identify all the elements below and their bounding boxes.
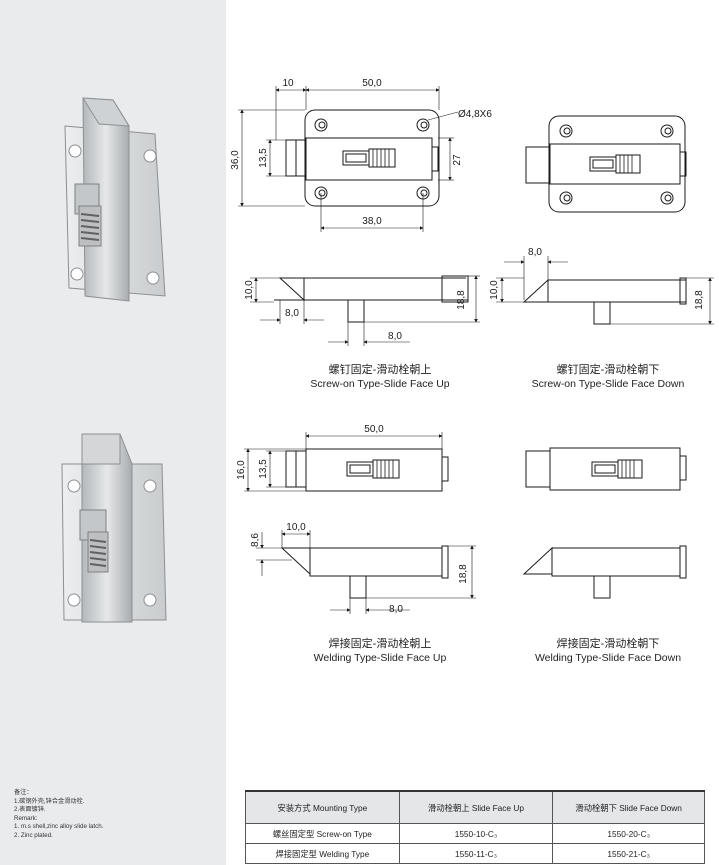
dim-screw-36: 36,0: [230, 150, 241, 170]
caption-screw-up-cn: 螺钉固定-滑动栓朝上: [328, 364, 432, 376]
remarks-line-5: 2. Zinc plated.: [14, 831, 53, 839]
caption-weld-down-cn: 焊接固定-滑动栓朝下: [556, 638, 660, 650]
dim-side-down-10: 10,0: [489, 280, 500, 300]
dim-weld-16: 16,0: [236, 460, 247, 480]
remarks-line-1: 1.碳钢外壳,锌合金滑动栓.: [14, 797, 85, 805]
remarks: 备注： 1.碳钢外壳,锌合金滑动栓. 2.表面镀锌. Remark: 1. m.…: [14, 789, 103, 841]
caption-screw-up-en: Screw-on Type-Slide Face Up: [310, 378, 450, 390]
dim-side-up-8b: 8,0: [388, 331, 402, 342]
dim-screw-10: 10: [282, 78, 294, 89]
dim-side-up-18-8: 18,8: [456, 290, 467, 310]
dim-screw-13-5: 13,5: [258, 148, 269, 168]
welding-top-view-face-down: [525, 447, 687, 491]
spec-table: 安装方式 Mounting Type 滑动栓朝上 Slide Face Up 滑…: [245, 790, 705, 864]
caption-weld-down: 焊接固定-滑动栓朝下 Welding Type-Slide Face Down: [520, 637, 696, 665]
welding-top-view: [244, 432, 449, 492]
table-cell: 1550-20-C₃: [552, 823, 705, 844]
caption-screw-up: 螺钉固定-滑动栓朝上 Screw-on Type-Slide Face Up: [295, 363, 465, 391]
dim-screw-38: 38,0: [362, 216, 382, 227]
remarks-title: 备注：: [14, 789, 33, 796]
caption-weld-down-en: Welding Type-Slide Face Down: [534, 652, 682, 664]
remarks-line-4: 1. m.s shell,zinc alloy slide latch.: [14, 823, 104, 831]
caption-screw-down: 螺钉固定-滑动栓朝下 Screw-on Type-Slide Face Down: [520, 363, 696, 391]
dim-weld-side-18-8: 18,8: [458, 564, 469, 584]
table-cell: 1550-11-C₃: [398, 843, 554, 864]
caption-weld-up: 焊接固定-滑动栓朝上 Welding Type-Slide Face Up: [295, 637, 465, 665]
table-cell: 1550-21-C₃: [552, 843, 705, 864]
screw-on-side-view-down: [496, 256, 714, 325]
dim-weld-13-5: 13,5: [258, 459, 269, 479]
table-cell: 1550-10-C₃: [398, 823, 554, 844]
dim-weld-50: 50,0: [364, 424, 384, 435]
screw-on-top-view: [238, 86, 459, 232]
caption-screw-down-cn: 螺钉固定-滑动栓朝下: [556, 364, 660, 376]
table-header-slide-face-up: 滑动栓朝上 Slide Face Up: [398, 790, 554, 824]
welding-side-view-down: [522, 545, 687, 599]
dim-screw-27: 27: [452, 154, 463, 166]
table-header-row: 安装方式 Mounting Type 滑动栓朝上 Slide Face Up 滑…: [245, 790, 705, 824]
product-photo-screw-on: [64, 97, 166, 302]
dim-side-up-8a: 8,0: [285, 308, 299, 319]
screw-on-top-view-face-down: [525, 115, 687, 213]
table-header-slide-face-down: 滑动栓朝下 Slide Face Down: [552, 790, 705, 824]
caption-weld-up-cn: 焊接固定-滑动栓朝上: [328, 638, 432, 650]
screw-on-side-view-up: [250, 275, 480, 346]
dim-weld-side-10: 10,0: [286, 522, 306, 533]
table-row: 焊接固定型 Welding Type 1550-11-C₃ 1550-21-C₃: [245, 843, 705, 864]
welding-side-view-up: [256, 530, 476, 614]
table-cell: 焊接固定型 Welding Type: [245, 843, 400, 864]
dim-screw-hole: Ø4,8X6: [458, 109, 492, 120]
table-cell: 螺丝固定型 Screw-on Type: [245, 823, 400, 844]
dim-screw-50: 50,0: [362, 78, 382, 89]
dim-side-down-8: 8,0: [528, 247, 542, 258]
dim-side-up-10: 10,0: [244, 280, 255, 300]
dim-weld-side-8: 8,0: [389, 604, 403, 615]
dim-side-down-18-8: 18,8: [694, 290, 705, 310]
caption-screw-down-en: Screw-on Type-Slide Face Down: [531, 378, 685, 390]
caption-weld-up-en: Welding Type-Slide Face Up: [313, 652, 447, 664]
remarks-line-3: Remark:: [14, 814, 38, 822]
product-photo-welding: [61, 433, 167, 623]
table-row: 螺丝固定型 Screw-on Type 1550-10-C₃ 1550-20-C…: [245, 823, 705, 844]
table-header-mounting-type: 安装方式 Mounting Type: [245, 790, 400, 824]
dim-weld-side-8-6: 8,6: [250, 533, 261, 547]
remarks-line-2: 2.表面镀锌.: [14, 806, 46, 814]
